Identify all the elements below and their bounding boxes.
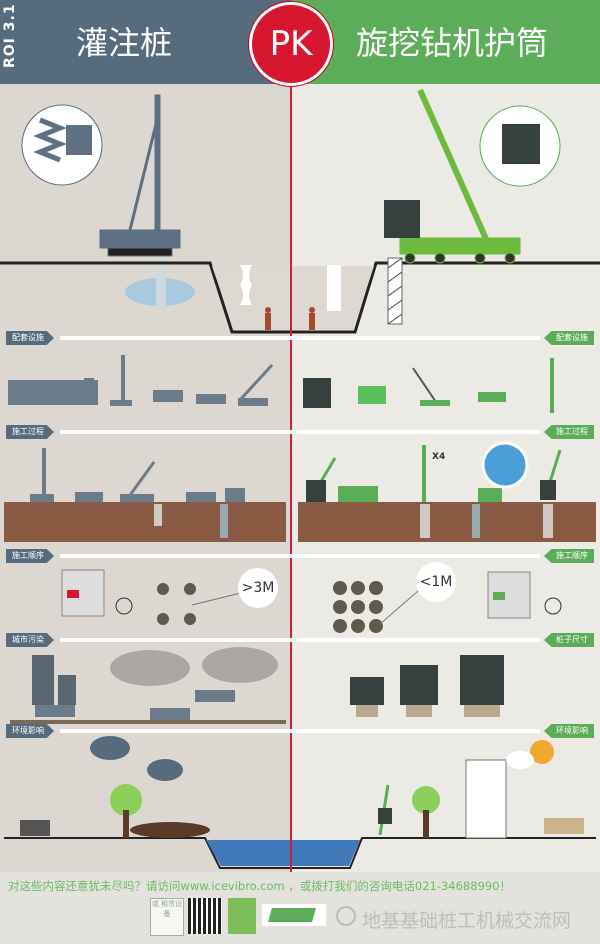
top-scene: [0, 88, 600, 334]
section-tag-left: 配套设施: [6, 331, 54, 345]
workers: [265, 307, 315, 330]
left-title: 灌注桩: [76, 24, 173, 62]
cast-pile: [240, 265, 252, 305]
water: [206, 840, 360, 866]
center-divider: [290, 84, 292, 944]
section-tag-left: 施工顺序: [6, 549, 54, 563]
section-tag-right: 施工过程: [544, 425, 594, 439]
equipment-right: [303, 358, 554, 413]
section-tag-right: 桩子尺寸: [544, 633, 594, 647]
header-right: [291, 0, 600, 84]
rental-label: 或 租赁设备: [150, 898, 184, 936]
section-band: [60, 729, 540, 733]
pk-badge: PK: [249, 2, 333, 86]
sequence-left: [61, 569, 246, 625]
brand-logo-icon: [228, 898, 256, 934]
spacing-bubble-right: <1M: [416, 562, 456, 602]
environment-scene: [4, 736, 596, 869]
ice-logo-icon: [262, 904, 326, 926]
rotary-rig-left: [99, 94, 181, 257]
pollution-left: [10, 647, 286, 724]
process-right: [306, 445, 562, 538]
equipment-left: [8, 355, 274, 406]
wechat-icon: [336, 906, 356, 926]
oscillator-unit: [384, 200, 420, 238]
right-title: 旋挖钻机护筒: [356, 24, 549, 62]
section-tag-right: 环境影响: [544, 724, 594, 738]
section-band: [60, 554, 540, 558]
casing-sizes-right: [350, 655, 504, 717]
ice-logo-mark: [268, 908, 316, 922]
sequence-right: [333, 571, 562, 633]
soil-left: [4, 502, 286, 542]
multiplier-label: X4: [432, 452, 446, 462]
section-tag-left: 城市污染: [6, 633, 54, 647]
footer-contact-text: 对这些内容还意犹未尽吗？请访问www.icevibro.com ，或拨打我们的咨…: [8, 879, 512, 893]
crane-right: [399, 88, 521, 264]
section-band: [60, 430, 540, 434]
right-panel-background: [291, 82, 600, 872]
soil-detail-bubble: [481, 441, 529, 489]
section-tag-left: 施工过程: [6, 425, 54, 439]
spacing-bubble-left: >3M: [238, 568, 278, 608]
left-panel-background: [0, 82, 291, 872]
section-tag-left: 环境影响: [6, 724, 54, 738]
section-band: [60, 336, 540, 340]
casing-pile: [327, 265, 341, 311]
header-left: [0, 0, 291, 84]
process-left: [30, 448, 245, 538]
section-tag-right: 施工顺序: [544, 549, 594, 563]
section-band: [60, 638, 540, 642]
qr-code-icon: [188, 898, 222, 934]
watermark: 地基基础桩工机械交流网: [362, 910, 572, 932]
section-tag-right: 配套设施: [544, 331, 594, 345]
